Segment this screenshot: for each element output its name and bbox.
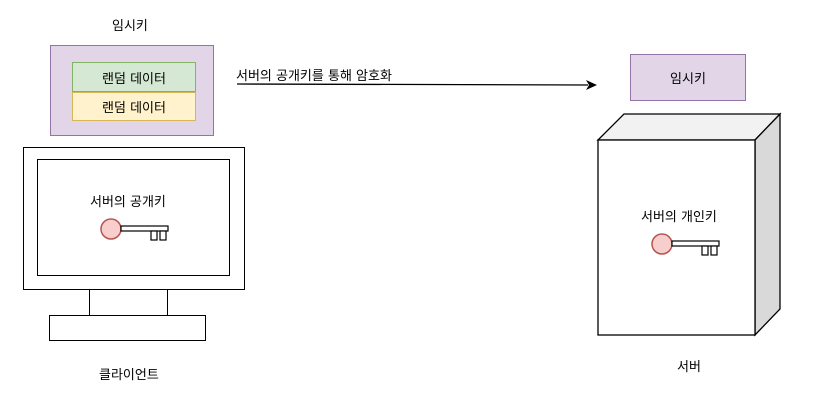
client-public-key-label: 서버의 공개키 (90, 195, 166, 210)
monitor-screen (37, 159, 230, 276)
monitor-base (49, 315, 206, 341)
random-data-block-1: 랜덤 데이터 (72, 62, 196, 92)
server-box-icon (596, 112, 782, 337)
server-private-key-label: 서버의 개인키 (641, 210, 717, 225)
server-temp-key-box: 임시키 (630, 54, 746, 101)
client-device-label: 클라이언트 (99, 368, 159, 383)
random-data-block-2: 랜덤 데이터 (72, 92, 196, 121)
client-temp-key-title: 임시키 (112, 19, 148, 34)
server-key-icon (651, 233, 720, 256)
encrypt-arrow (236, 80, 597, 90)
server-device-label: 서버 (677, 360, 701, 375)
encrypt-arrow-label: 서버의 공개키를 통해 암호화 (236, 69, 392, 84)
client-key-icon (100, 218, 169, 241)
